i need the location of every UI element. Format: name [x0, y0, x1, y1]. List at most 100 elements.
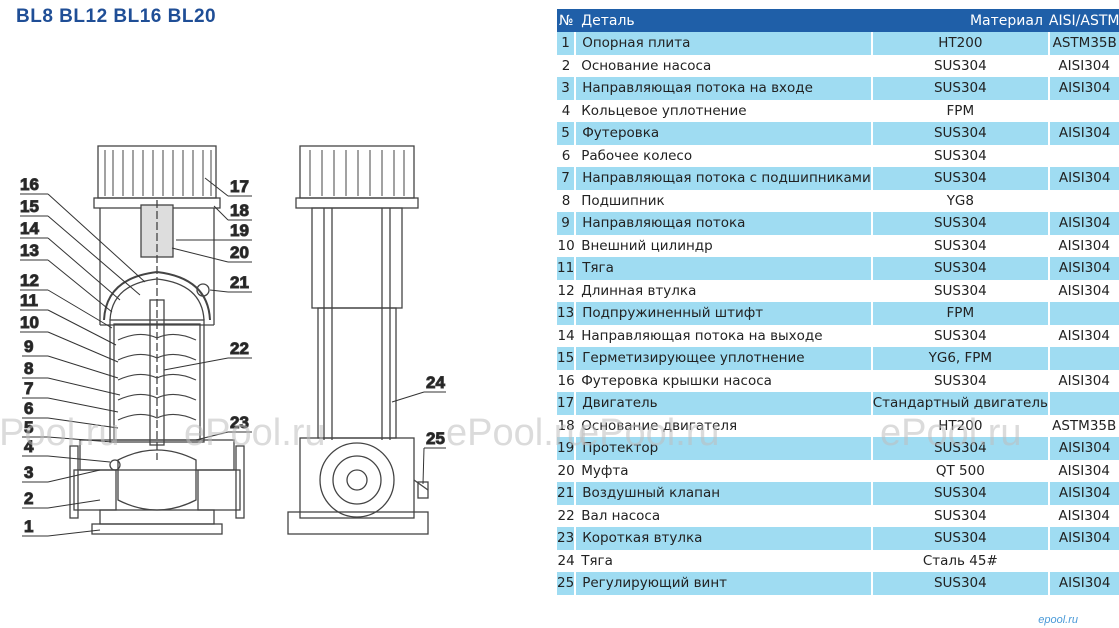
cell-num: 14	[557, 327, 575, 344]
cell-aisi: ASTM35B	[1052, 417, 1117, 434]
watermark: ePool.ru	[578, 412, 720, 454]
callout-6: 6	[24, 399, 33, 418]
cell-material: SUS304	[933, 237, 987, 254]
cell-aisi	[1049, 100, 1119, 123]
cell-part: Внешний цилиндр	[581, 237, 713, 254]
cell-part: Рабочее колесо	[581, 147, 693, 164]
pump-drawing: 16 15 14 13 12 11 10 9 8 7 6 5 4 3 2 1 1…	[20, 145, 446, 537]
cell-material: SUS304	[870, 122, 1049, 145]
cell-material: HT200	[870, 32, 1049, 55]
callout-24: 24	[426, 373, 445, 392]
cell-num: 8	[561, 192, 571, 209]
pump-side-view	[287, 145, 429, 535]
cell-part: Муфта	[581, 462, 629, 479]
callout-1: 1	[24, 517, 33, 536]
cell-part: Вал насоса	[581, 507, 661, 524]
cell-num: 5	[557, 122, 576, 145]
cell-material: FPM	[870, 302, 1049, 325]
cell-material: SUS304	[870, 257, 1049, 280]
watermark: ePool.ru	[446, 412, 588, 454]
cell-material: YG8	[946, 192, 974, 209]
header-material: Материал	[871, 9, 1049, 32]
cell-num: 21	[557, 482, 576, 505]
cell-material: Сталь 45#	[922, 552, 998, 569]
cell-aisi: AISI304	[1047, 482, 1119, 505]
cell-num: 11	[557, 257, 576, 280]
cell-aisi: AISI304	[1058, 372, 1110, 389]
callout-9: 9	[24, 337, 33, 356]
cell-material: SUS304	[870, 212, 1049, 235]
cell-num: 25	[557, 572, 576, 595]
cell-part: Кольцевое уплотнение	[581, 102, 747, 119]
cell-material: SUS304	[933, 57, 987, 74]
cell-part: Тяга	[574, 257, 872, 280]
cell-num: 2	[561, 57, 571, 74]
table-header-row: № Деталь Материал AISI/ASTM	[557, 9, 1119, 32]
callout-17: 17	[230, 177, 249, 196]
cell-num: 22	[557, 507, 575, 524]
cell-material: SUS304	[870, 167, 1049, 190]
callout-2: 2	[24, 489, 33, 508]
callout-14: 14	[20, 219, 39, 238]
cell-part: Подпружиненный штифт	[574, 302, 872, 325]
cell-material: SUS304	[870, 482, 1049, 505]
page-title: BL8 BL12 BL16 BL20	[16, 6, 217, 27]
cell-aisi	[1049, 550, 1119, 573]
cell-material: FPM	[946, 102, 975, 119]
cell-num: 23	[557, 527, 576, 550]
header-num: №	[557, 9, 576, 32]
cell-num: 18	[557, 417, 575, 434]
cell-num: 13	[557, 302, 576, 325]
cell-aisi: AISI304	[1047, 122, 1119, 145]
cell-part: Направляющая потока на входе	[574, 77, 872, 100]
watermark: ePool.ru	[0, 412, 120, 454]
cell-aisi: AISI304	[1047, 212, 1119, 235]
cell-material: SUS304	[933, 282, 987, 299]
callout-13: 13	[20, 241, 39, 260]
watermark: ePool.ru	[184, 412, 326, 454]
callout-8: 8	[24, 359, 33, 378]
callout-20: 20	[230, 243, 249, 262]
callout-25: 25	[426, 429, 445, 448]
cell-part: Футеровка крышки насоса	[581, 372, 772, 389]
callouts-side: 24 25	[391, 373, 446, 485]
cell-aisi	[1049, 190, 1119, 213]
cell-num: 4	[561, 102, 571, 119]
cell-part: Направляющая потока с подшипниками	[574, 167, 872, 190]
cell-part: Короткая втулка	[574, 527, 872, 550]
cell-aisi: AISI304	[1058, 282, 1110, 299]
cell-part: Основание двигателя	[581, 417, 738, 434]
cell-material: SUS304	[933, 372, 987, 389]
cell-aisi: AISI304	[1058, 57, 1110, 74]
cell-part: Тяга	[581, 552, 613, 569]
callout-23: 23	[230, 413, 249, 432]
cell-aisi: AISI304	[1047, 437, 1119, 460]
cell-part: Протектор	[574, 437, 872, 460]
cell-aisi: AISI304	[1047, 167, 1119, 190]
cell-num: 16	[557, 372, 575, 389]
callout-3: 3	[24, 463, 33, 482]
cell-num: 1	[557, 32, 576, 55]
cell-aisi	[1047, 347, 1119, 370]
cell-part: Регулирующий винт	[574, 572, 872, 595]
cell-material: QT 500	[935, 462, 985, 479]
cell-aisi: AISI304	[1047, 572, 1119, 595]
table-row: 4 Кольцевое уплотнение FPM	[557, 100, 1119, 123]
callout-16: 16	[20, 175, 39, 194]
